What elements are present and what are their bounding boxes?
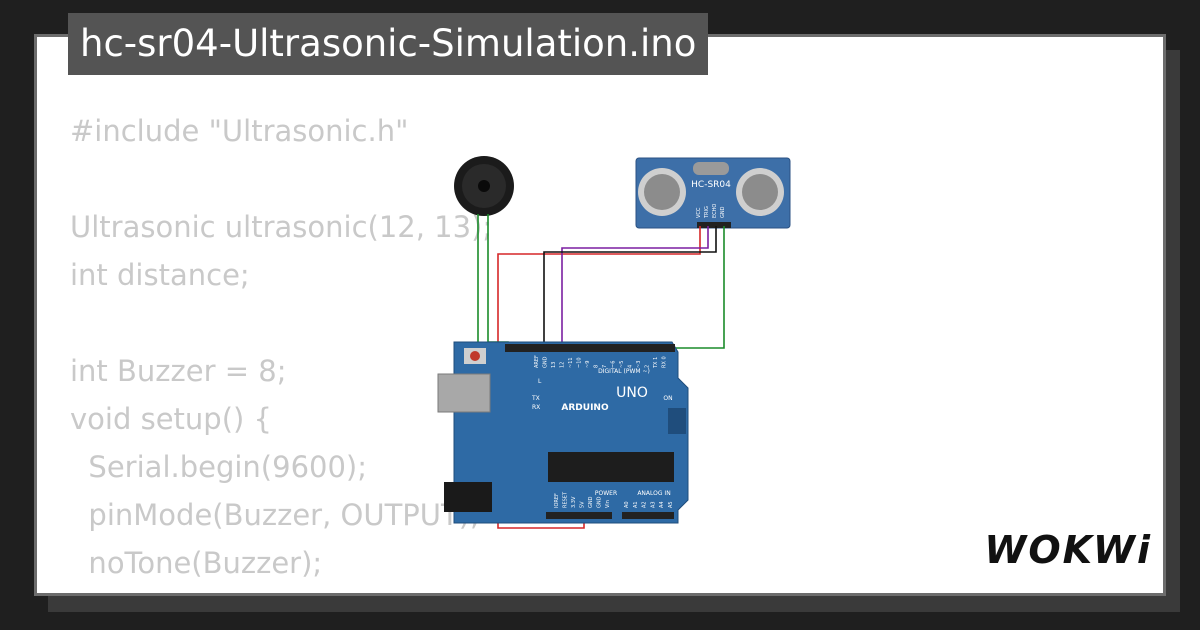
sensor-pin-vcc: VCC: [696, 207, 702, 218]
digital-pin-label: ~11: [568, 357, 574, 368]
sensor-pin-gnd: GND: [720, 206, 726, 218]
digital-pin-label: RX 0: [662, 356, 668, 368]
power-pin-label: GND: [597, 496, 603, 508]
digital-pin-label: ~3: [636, 361, 642, 368]
digital-pin-label: ~9: [585, 361, 591, 368]
digital-pin-label: 12: [560, 362, 566, 368]
wire-echo: [543, 226, 717, 350]
digital-pin-label: 7: [602, 365, 608, 368]
digital-label: DIGITAL (PWM ~): [598, 368, 650, 375]
power-pin-label: 3.3V: [571, 496, 577, 508]
digital-pin-label: 13: [551, 362, 557, 368]
code-line: int distance;: [70, 258, 250, 292]
power-pin-label: 5V: [580, 501, 586, 508]
digital-pin-label: TX 1: [653, 357, 659, 369]
digital-pin-label: ~5: [619, 361, 625, 368]
code-line: #include "Ultrasonic.h": [70, 114, 409, 148]
led-label-l: L: [538, 378, 542, 385]
usb-port: [437, 373, 491, 413]
buzzer[interactable]: [454, 156, 514, 216]
analog-pin-label: A2: [642, 501, 648, 508]
power-jack: [444, 482, 492, 512]
preview-card: #include "Ultrasonic.h" Ultrasonic ultras…: [34, 34, 1166, 596]
sketch-title: hc-sr04-Ultrasonic-Simulation.ino: [68, 13, 709, 75]
led-label-rx: RX: [532, 404, 540, 411]
power-pin-label: RESET: [563, 491, 569, 508]
on-label: ON: [663, 395, 672, 402]
power-label: POWER: [595, 490, 617, 497]
code-line: Ultrasonic ultrasonic(12, 13);: [70, 210, 493, 244]
wire-buzzer-1: [477, 214, 597, 350]
board-model: UNO: [616, 385, 648, 401]
chip: [548, 452, 674, 482]
board-brand: ARDUINO: [561, 403, 609, 413]
analog-pin-label: A3: [650, 501, 656, 508]
code-line: noTone(Buzzer);: [70, 546, 323, 580]
digital-pin-label: ~10: [577, 357, 583, 368]
analog-pin-label: A5: [668, 501, 674, 508]
arduino-uno-board[interactable]: ARDUINO UNO DIGITAL (PWM ~) POWER ANALOG…: [437, 341, 689, 524]
digital-pin-label: GND: [543, 356, 549, 368]
digital-pin-label: 2: [645, 365, 651, 368]
wokwi-logo: WOKWi: [984, 528, 1152, 572]
code-line: void setup() {: [70, 402, 272, 436]
analog-pin-label: A0: [624, 501, 630, 508]
digital-pin-label: AREF: [534, 355, 540, 368]
analog-pin-label: A4: [659, 501, 665, 508]
digital-pin-label: 8: [594, 365, 600, 368]
sensor-pin-echo: ECHO: [712, 204, 718, 218]
wire-gnd-sensor: [508, 226, 725, 349]
digital-pin-label: ~6: [611, 361, 617, 368]
led-label-tx: TX: [531, 395, 540, 402]
sensor-label: HC-SR04: [691, 180, 731, 190]
code-listing: #include "Ultrasonic.h" Ultrasonic ultras…: [70, 107, 493, 593]
code-line: int Buzzer = 8;: [70, 354, 287, 388]
analog-label: ANALOG IN: [637, 490, 670, 497]
power-pin-label: Vin: [605, 500, 611, 508]
hc-sr04-sensor[interactable]: HC-SR04 VCC TRIG ECHO GND: [635, 157, 791, 229]
analog-pin-label: A1: [633, 501, 639, 508]
wire-trig: [561, 226, 709, 350]
digital-header: [505, 344, 675, 352]
digital-pin-label: 4: [628, 365, 634, 368]
power-header: [546, 512, 612, 519]
analog-header: [622, 512, 674, 519]
code-line: Serial.begin(9600);: [70, 450, 368, 484]
power-pin-label: GND: [588, 496, 594, 508]
sensor-pin-trig: TRIG: [704, 206, 710, 219]
power-pin-label: IOREF: [554, 493, 560, 508]
